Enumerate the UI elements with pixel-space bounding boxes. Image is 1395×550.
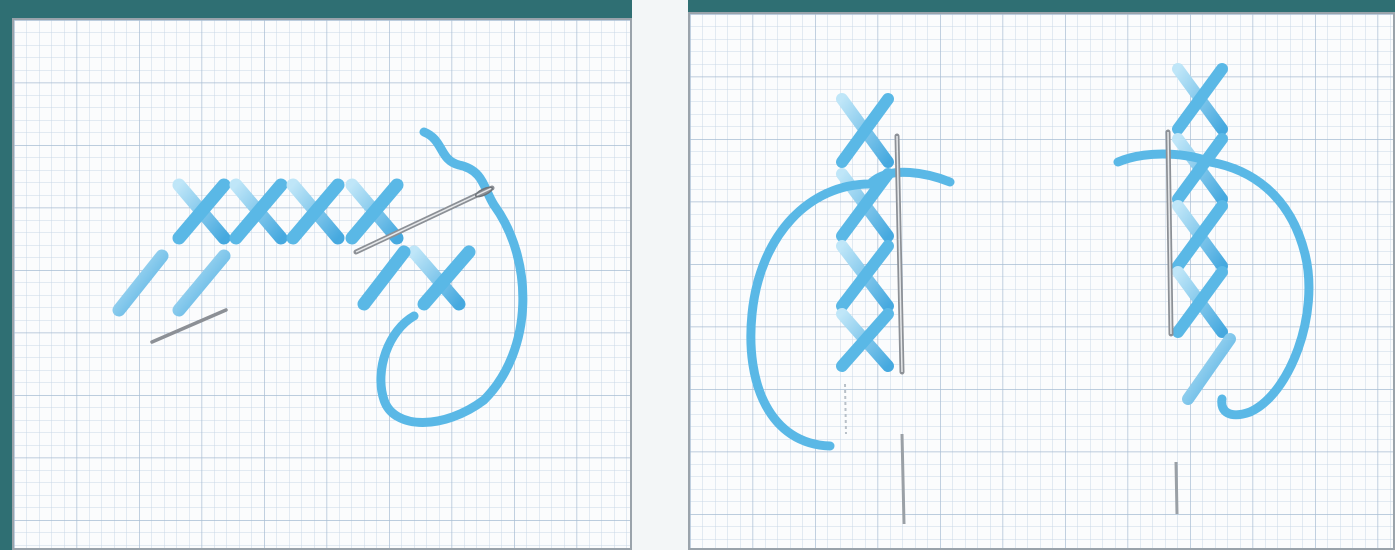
stitch-guide bbox=[845, 384, 846, 434]
needle-shadow bbox=[902, 434, 904, 524]
grid-bold bbox=[14, 20, 630, 548]
panel-left-drawing bbox=[14, 20, 630, 548]
grid-bold bbox=[690, 14, 1393, 548]
panel-vertical-stitching bbox=[688, 12, 1395, 550]
needle-icon bbox=[1168, 132, 1171, 334]
panel-horizontal-stitching bbox=[12, 18, 632, 550]
panel-gap bbox=[632, 0, 688, 550]
panel-right-drawing bbox=[690, 14, 1393, 548]
needle-shadow bbox=[1176, 462, 1177, 514]
